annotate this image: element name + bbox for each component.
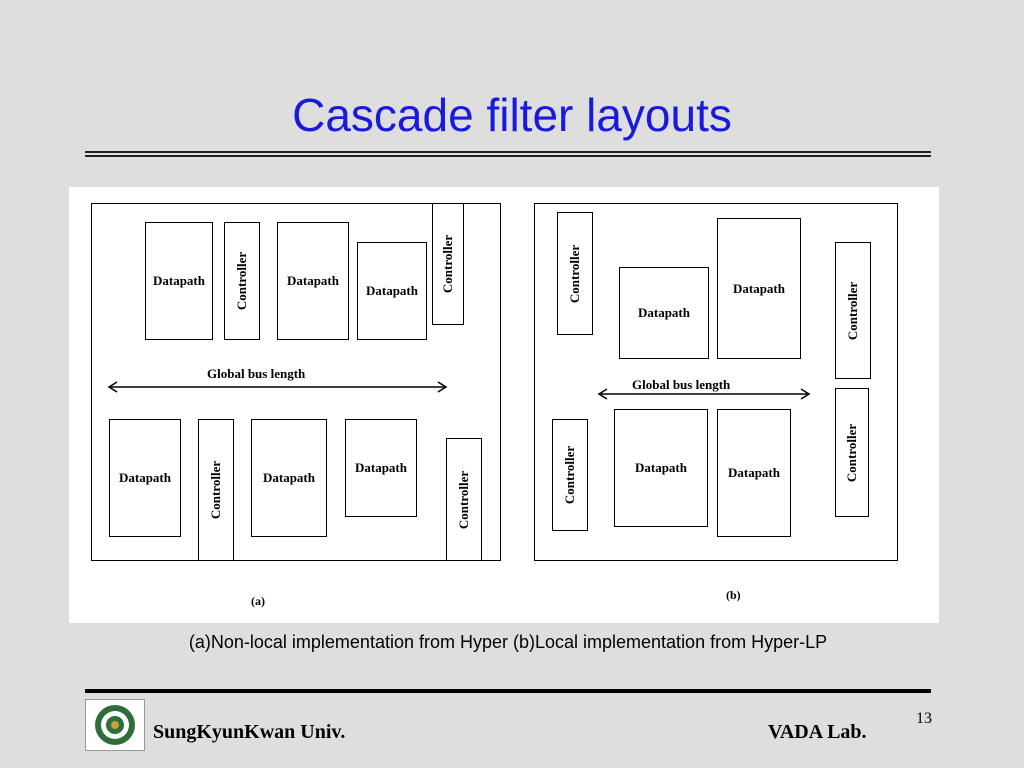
footer-university: SungKyunKwan Univ. [153,721,346,743]
label-a: (a) [251,594,265,608]
datapath-block: Datapath [277,222,349,340]
panel-a [91,203,501,561]
footer-lab: VADA Lab. [768,721,867,743]
bus-arrow-b [597,388,811,400]
controller-block: Controller [557,212,593,335]
datapath-block: Datapath [345,419,417,517]
datapath-block: Datapath [109,419,181,537]
datapath-block: Datapath [357,242,427,340]
bus-arrow-a [107,381,448,393]
controller-block: Controller [552,419,588,531]
controller-block: Controller [198,419,234,561]
datapath-block: Datapath [717,218,801,359]
controller-block: Controller [432,203,464,325]
datapath-block: Datapath [614,409,708,527]
panel-b [534,203,898,561]
bus-label-a: Global bus length [207,366,306,381]
title-divider [85,151,931,153]
slide-title: Cascade filter layouts [292,89,732,141]
controller-block: Controller [835,242,871,379]
datapath-block: Datapath [619,267,709,359]
controller-block: Controller [835,388,869,517]
title-divider-second [85,155,931,157]
figure-caption: (a)Non-local implementation from Hyper (… [188,632,828,652]
controller-block: Controller [446,438,482,561]
page-number: 13 [916,710,932,727]
footer-divider [85,689,931,693]
layout-figure: Datapath Controller Datapath Datapath Co… [69,187,939,623]
label-b: (b) [726,588,741,602]
controller-block: Controller [224,222,260,340]
bus-label-b: Global bus length [632,377,731,392]
datapath-block: Datapath [145,222,213,340]
datapath-block: Datapath [717,409,791,537]
university-seal-icon [85,699,145,751]
datapath-block: Datapath [251,419,327,537]
